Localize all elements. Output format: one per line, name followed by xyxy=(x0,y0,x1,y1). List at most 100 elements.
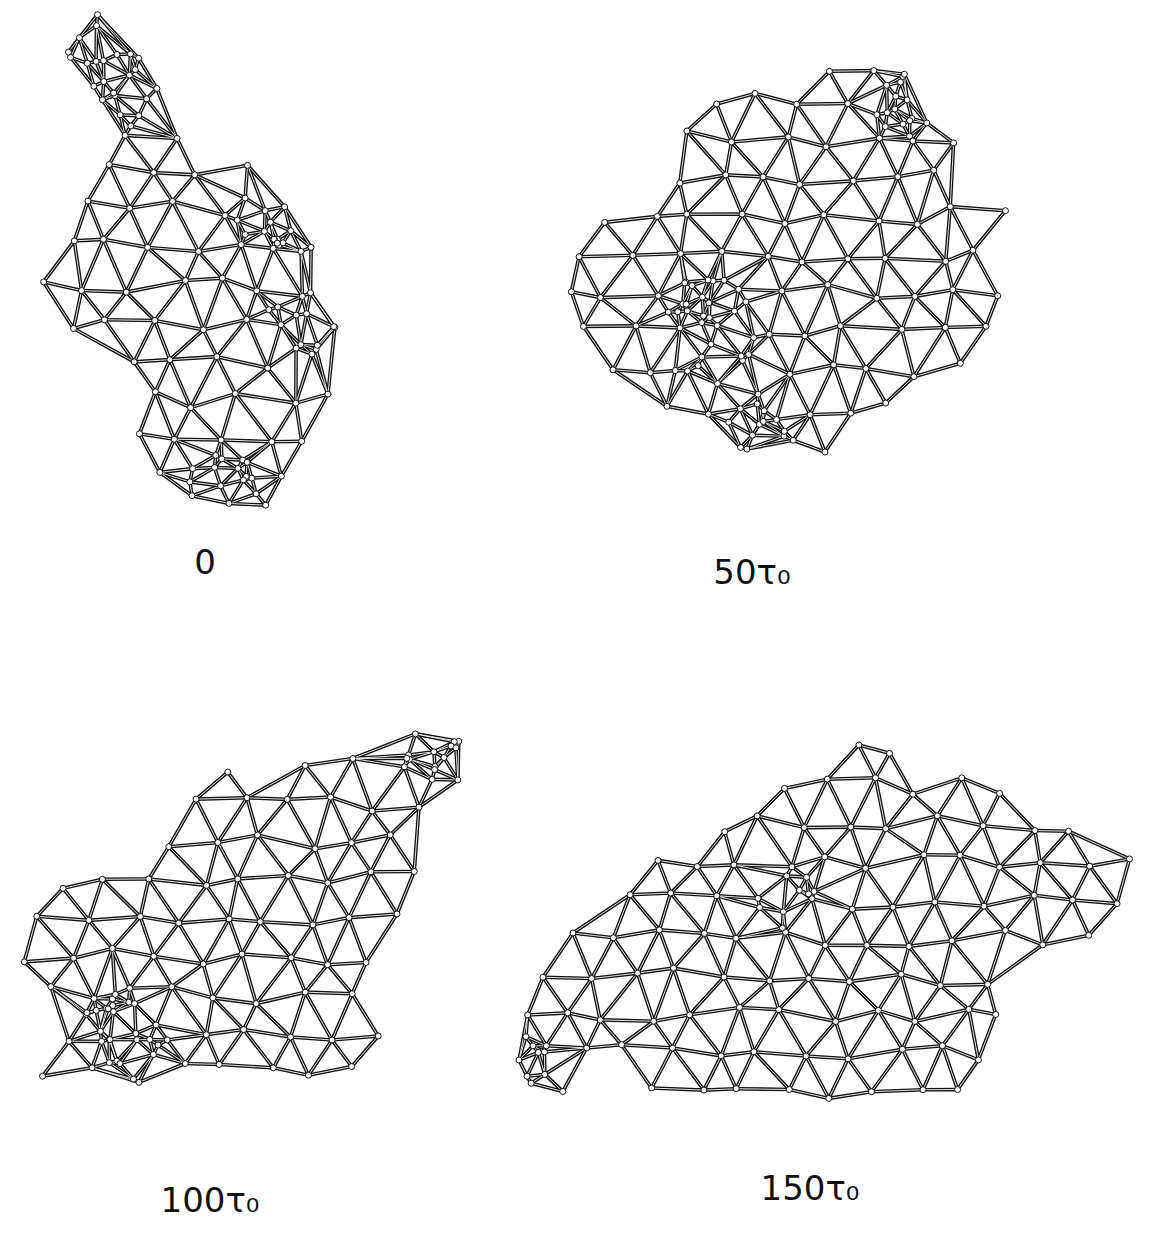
tether-bond-highlight xyxy=(722,214,742,251)
tether-bond-highlight xyxy=(790,365,834,374)
tether-bond-highlight xyxy=(711,344,741,356)
tether-bond xyxy=(739,289,782,291)
monomer-node xyxy=(167,357,173,363)
tether-bond xyxy=(768,256,802,262)
tether-bond-highlight xyxy=(154,173,173,202)
tether-bond xyxy=(800,181,854,185)
tether-bond xyxy=(148,247,186,280)
tether-bond-highlight xyxy=(764,374,790,411)
tether-bond-highlight xyxy=(268,368,296,403)
tether-bond xyxy=(179,885,207,923)
tether-bond-highlight xyxy=(102,100,125,136)
tether-bond-highlight xyxy=(802,215,824,262)
monomer-node xyxy=(331,324,337,330)
tether-bond xyxy=(353,734,416,759)
tether-bond-highlight xyxy=(296,394,328,403)
monomer-node xyxy=(882,255,888,261)
tether-bond xyxy=(260,922,313,925)
monomer-node xyxy=(249,475,255,481)
tether-bond-highlight xyxy=(702,357,718,384)
tether-bond xyxy=(89,879,103,920)
tether-bond xyxy=(805,336,834,365)
tether-bond xyxy=(934,170,951,206)
monomer-node xyxy=(825,282,831,288)
tether-bond xyxy=(311,293,335,328)
tether-bond-highlight xyxy=(828,259,848,285)
tether-bond-highlight xyxy=(657,214,686,216)
tether-bond xyxy=(331,758,353,797)
monomer-node xyxy=(782,221,788,227)
tether-bond-highlight xyxy=(328,962,366,964)
monomer-node xyxy=(884,82,890,88)
tether-bond-highlight xyxy=(776,415,810,420)
tether-bond-highlight xyxy=(702,356,741,358)
tether-bond-highlight xyxy=(169,842,218,846)
tether-bond-highlight xyxy=(238,875,289,878)
tether-bond-highlight xyxy=(198,245,241,252)
tether-bond-highlight xyxy=(853,177,898,181)
tether-bond xyxy=(242,954,256,1004)
tether-bond-highlight xyxy=(288,875,327,882)
tether-bond-highlight xyxy=(241,231,264,244)
tether-bond xyxy=(917,224,945,261)
tether-bond xyxy=(174,439,192,468)
tether-bond-highlight xyxy=(74,201,88,241)
tether-bond-highlight xyxy=(313,918,349,925)
monomer-node xyxy=(874,295,880,301)
monomer-node xyxy=(760,174,766,180)
tether-bond xyxy=(88,201,104,239)
tether-bond-highlight xyxy=(125,135,154,172)
tether-bond-highlight xyxy=(605,222,633,255)
tether-bond xyxy=(848,259,877,298)
tether-bond xyxy=(185,252,198,281)
tether-bond xyxy=(898,170,934,177)
tether-bond xyxy=(986,296,998,326)
tether-bond xyxy=(636,326,680,328)
tether-bond-highlight xyxy=(688,371,709,414)
tether-bond-highlight xyxy=(156,1025,206,1035)
tether-bond xyxy=(848,85,887,103)
monomer-node xyxy=(790,437,796,443)
monomer-node xyxy=(187,479,193,485)
monomer-node xyxy=(683,301,689,307)
tether-bond-highlight xyxy=(877,296,915,298)
tether-bond-highlight xyxy=(301,314,307,345)
tether-bond xyxy=(206,998,213,1035)
tether-bond-highlight xyxy=(636,326,680,328)
tether-bond xyxy=(104,292,126,320)
tether-bond xyxy=(130,201,173,208)
tether-bond-highlight xyxy=(885,258,915,296)
tether-bond-highlight xyxy=(154,956,172,987)
tether-bond xyxy=(247,319,281,324)
tether-bond-highlight xyxy=(349,914,397,918)
monomer-node xyxy=(895,174,901,180)
monomer-node xyxy=(682,280,688,286)
monomer-node xyxy=(123,289,129,295)
monomer-node xyxy=(677,251,683,257)
monomer-node xyxy=(106,162,112,168)
tether-bond xyxy=(810,415,825,452)
tether-bond-highlight xyxy=(636,296,658,326)
monomer-node xyxy=(765,253,771,259)
tether-bond-highlight xyxy=(913,141,954,143)
monomer-node xyxy=(189,493,195,499)
tether-bond-highlight xyxy=(800,184,824,214)
tether-bond-highlight xyxy=(763,177,799,185)
tether-bond xyxy=(372,807,419,811)
monomer-node xyxy=(93,23,99,29)
tether-bond-highlight xyxy=(87,63,94,86)
tether-bond-highlight xyxy=(154,138,177,172)
tether-bond xyxy=(885,224,917,258)
tether-bond xyxy=(953,250,973,289)
tether-bond-highlight xyxy=(853,181,879,221)
tether-bond-highlight xyxy=(848,85,887,103)
monomer-node xyxy=(924,120,930,126)
tether-bond xyxy=(237,211,265,221)
tether-bond xyxy=(717,384,740,409)
tether-bond xyxy=(840,326,865,369)
monomer-node xyxy=(911,374,917,380)
monomer-node xyxy=(274,240,280,246)
tether-bond xyxy=(879,221,917,224)
tether-bond xyxy=(102,877,148,881)
